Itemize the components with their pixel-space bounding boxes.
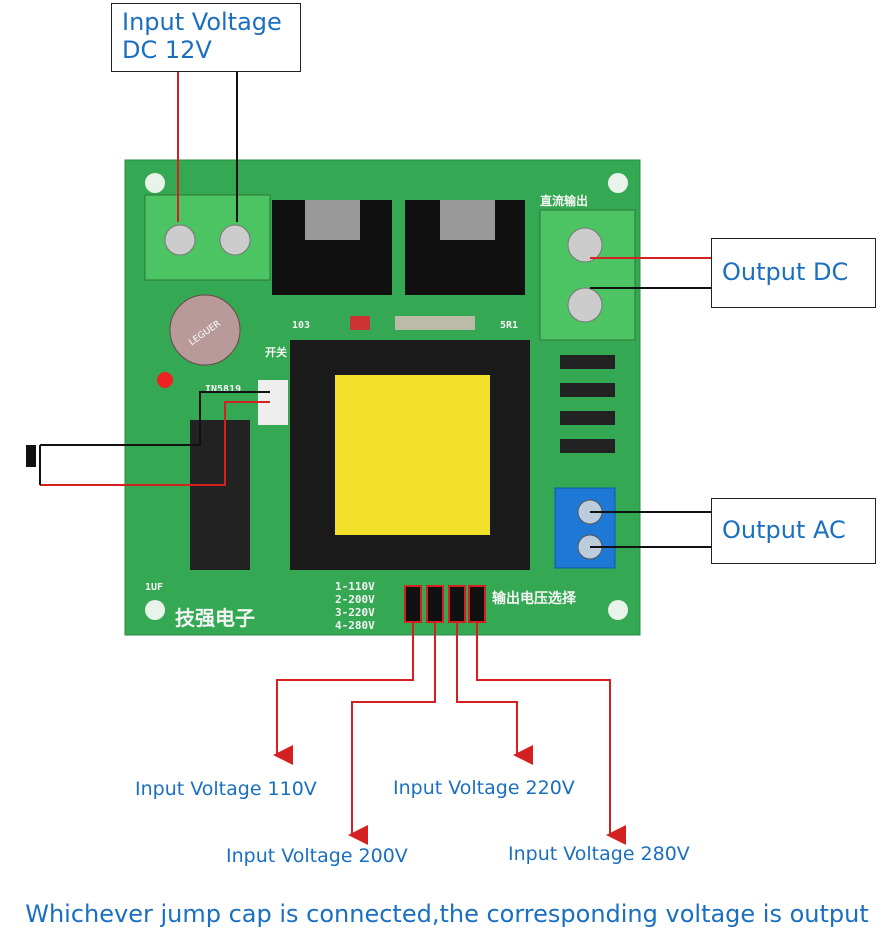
callout-input-voltage: Input Voltage DC 12V [111,3,301,72]
arrow-280v [476,622,626,845]
jumper-headers [404,585,486,623]
silk-dc-out: 直流输出 [540,193,588,208]
led [157,372,173,388]
arrow-220v [456,622,533,765]
arrow-110v [273,622,414,765]
silk-diode: IN5819 [205,384,241,395]
silk-280: 4-280V [335,619,375,632]
silk-5r1: 5R1 [500,320,518,331]
silk-cap: 1UF [145,582,163,593]
label-200v: Input Voltage 200V [226,845,408,867]
transformer [290,340,530,570]
output-ac-terminal [554,487,616,569]
output-dc-terminal [539,209,636,341]
heatsink-left [272,200,392,295]
wire-switch-2 [40,401,270,486]
label-110v: Input Voltage 110V [135,778,317,800]
electrolytic-capacitor [169,294,241,366]
silk-maker: 技强电子 [175,606,255,630]
heatsink-right [405,200,525,295]
callout-input-line2: DC 12V [122,36,212,64]
silk-200: 2-200V [335,593,375,606]
diodes [560,355,615,453]
callout-output-ac: Output AC [711,498,876,564]
callout-output-dc: Output DC [711,238,876,308]
silk-220: 3-220V [335,606,375,619]
arrow-200v [348,622,436,845]
label-280v: Input Voltage 280V [508,843,690,865]
resistor [395,316,475,330]
silk-103: 103 [292,320,310,331]
silk-110: 1-110V [335,580,375,593]
label-220v: Input Voltage 220V [393,777,575,799]
callout-input-line1: Input Voltage [122,8,282,36]
wire-switch-1 [40,391,270,446]
capacitor-small [350,316,370,330]
silk-select: 输出电压选择 [492,590,577,607]
switch-icon [26,445,36,467]
caption: Whichever jump cap is connected,the corr… [25,900,869,928]
input-terminal-block [144,194,271,281]
silk-switch: 开关 [265,345,287,359]
